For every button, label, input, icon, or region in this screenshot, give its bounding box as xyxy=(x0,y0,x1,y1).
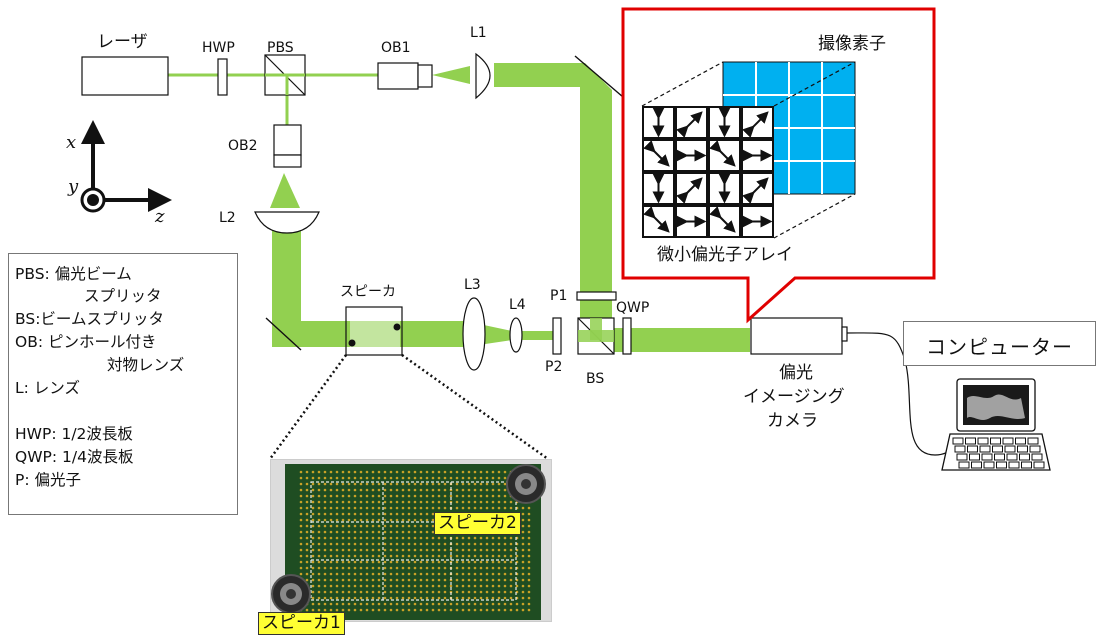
hwp-label: HWP xyxy=(202,40,235,56)
sensor-label: 撮像素子 xyxy=(818,34,886,54)
camera-label-line2: イメージング xyxy=(743,387,845,407)
ob2-tip xyxy=(274,155,301,167)
speaker-board-photo xyxy=(270,459,552,622)
keyboard-key xyxy=(978,438,988,444)
pbs-label: PBS xyxy=(267,40,294,56)
keyboard-key xyxy=(968,446,978,452)
keyboard-key xyxy=(1005,446,1015,452)
camera-label-line1: 偏光 xyxy=(779,363,813,383)
speaker-label: スピーカ xyxy=(340,284,396,300)
keyboard-key xyxy=(980,446,990,452)
keyboard-key xyxy=(966,438,976,444)
p1-label: P1 xyxy=(550,288,567,304)
camera-label-line3: カメラ xyxy=(767,411,818,431)
keyboard-key xyxy=(953,438,963,444)
speaker-dot-left xyxy=(349,340,356,347)
ob2-label: OB2 xyxy=(228,138,258,154)
l3-lens xyxy=(463,298,485,370)
keyboard-key xyxy=(959,462,969,468)
legend-line-pbs: PBS: 偏光ビーム xyxy=(15,262,132,284)
keyboard-key xyxy=(1007,454,1017,460)
keyboard-key xyxy=(993,446,1003,452)
l4-lens xyxy=(510,318,522,352)
computer-label: コンピューター xyxy=(904,331,1095,360)
camera-mount xyxy=(842,327,847,341)
keyboard-key xyxy=(1016,438,1026,444)
legend-line-pbs-cont: スプリッタ xyxy=(84,284,162,306)
keyboard-key xyxy=(1034,462,1044,468)
camera-body xyxy=(751,318,842,354)
legend-line-ob-cont: 対物レンズ xyxy=(107,353,184,375)
keyboard-key xyxy=(1028,438,1038,444)
l1-lens xyxy=(476,54,490,98)
circuit-board xyxy=(271,460,551,621)
keyboard-key xyxy=(1030,446,1040,452)
keyboard-key xyxy=(997,462,1007,468)
ob1-label: OB1 xyxy=(381,40,411,56)
legend-line-bs: BS:ビームスプリッタ xyxy=(15,307,164,329)
keyboard-key xyxy=(970,454,980,460)
l2-label: L2 xyxy=(219,210,236,226)
laser-body xyxy=(82,57,168,95)
bs-label: BS xyxy=(586,371,604,387)
keyboard-key xyxy=(972,462,982,468)
keyboard-key xyxy=(984,462,994,468)
l1-label: L1 xyxy=(470,25,487,41)
hwp-plate xyxy=(218,59,227,95)
laptop-icon xyxy=(942,379,1050,470)
p2-label: P2 xyxy=(545,359,562,375)
keyboard-key xyxy=(955,446,965,452)
axis-x-label: x xyxy=(66,132,76,153)
micro-polarizer-array xyxy=(642,106,774,238)
keyboard-key xyxy=(1020,454,1030,460)
speaker1-tag: スピーカ1 xyxy=(258,612,345,635)
keyboard-key xyxy=(1003,438,1013,444)
p2-polarizer xyxy=(553,318,561,354)
keyboard-key xyxy=(957,454,967,460)
legend-line-l: L: レンズ xyxy=(15,376,80,398)
zoom-line-left xyxy=(270,355,346,459)
zoom-line-right xyxy=(402,355,548,459)
axis-y-label: y xyxy=(67,176,79,197)
keyboard-key xyxy=(995,454,1005,460)
keyboard-key xyxy=(1022,462,1032,468)
legend-box: PBS: 偏光ビーム スプリッタ BS:ビームスプリッタ OB: ピンホール付き… xyxy=(8,253,238,515)
axis-z-label: z xyxy=(154,206,165,227)
legend-line-ob: OB: ピンホール付き xyxy=(15,330,156,352)
keyboard-key xyxy=(1018,446,1028,452)
speaker-dot-right xyxy=(394,324,401,331)
qwp-label: QWP xyxy=(616,300,649,316)
p1-polarizer xyxy=(577,292,616,300)
legend-line-p: P: 偏光子 xyxy=(15,468,81,490)
speaker2-tag: スピーカ2 xyxy=(434,512,521,535)
polarizer-array-label: 微小偏光子アレイ xyxy=(657,245,793,265)
keyboard-key xyxy=(991,438,1001,444)
beam-in-bs-horizontal xyxy=(578,330,614,342)
legend-line-hwp: HWP: 1/2波長板 xyxy=(15,422,133,444)
coordinate-axes xyxy=(82,132,160,211)
laser-label: レーザ xyxy=(97,32,148,52)
keyboard-key xyxy=(1032,454,1042,460)
legend-line-qwp: QWP: 1/4波長板 xyxy=(15,445,133,467)
keyboard-key xyxy=(1009,462,1019,468)
l2-lens xyxy=(255,212,319,233)
qwp-plate xyxy=(623,318,631,354)
l4-label: L4 xyxy=(509,297,526,313)
computer-box: コンピューター xyxy=(903,321,1096,366)
ob2-body xyxy=(274,125,301,155)
l3-label: L3 xyxy=(464,277,481,293)
ob1-tip xyxy=(418,65,432,87)
ob1-body xyxy=(378,63,418,89)
keyboard-key xyxy=(982,454,992,460)
